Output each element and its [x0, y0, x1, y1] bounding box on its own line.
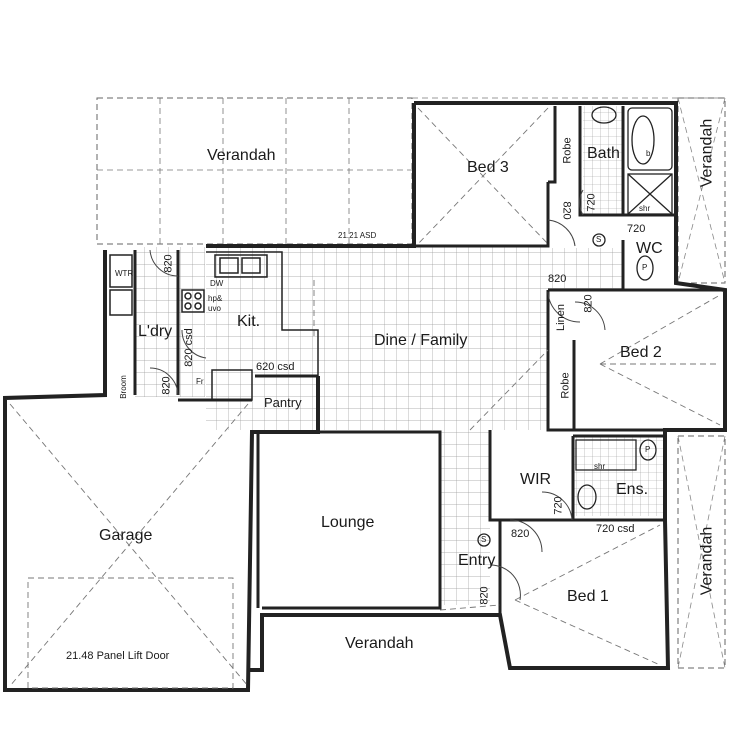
room-label-garage: Garage [99, 527, 153, 544]
room-label-dine-family: Dine / Family [374, 332, 468, 349]
room-label-robe-bed3: Robe [561, 137, 574, 164]
note-csd-ens: 720 csd [596, 523, 635, 535]
door-size-wir: 820 [511, 528, 530, 540]
room-label-pantry: Pantry [264, 395, 302, 410]
room-label-bath: Bath [587, 145, 620, 162]
room-label-verandah-right-bottom: Verandah [698, 526, 716, 596]
door-size-entry: 820 [478, 586, 491, 605]
room-label-entry: Entry [458, 552, 496, 569]
note-p2: P [645, 445, 651, 454]
note-fr: Fr [196, 377, 204, 386]
room-label-wc: WC [636, 240, 663, 257]
note-hp: hp& [208, 294, 223, 303]
kitchen-bench [109, 251, 319, 401]
room-label-bed1: Bed 1 [567, 588, 609, 605]
door-size-bed2: 820 [582, 294, 595, 313]
note-csd-kitchen: 620 csd [256, 361, 295, 373]
room-label-bed2: Bed 2 [620, 344, 662, 361]
note-asd: 21.21 ASD [338, 231, 377, 240]
room-label-verandah-bottom: Verandah [345, 635, 414, 652]
door-size-bath: 720 [585, 193, 598, 212]
door-size-ldry-top: 820 [162, 254, 175, 273]
room-label-ens: Ens. [616, 481, 649, 498]
note-s2: S [481, 535, 487, 544]
note-shr-bath: shr [639, 204, 651, 213]
room-label-verandah-right-top: Verandah [698, 118, 716, 188]
note-wtr: WTR [115, 269, 134, 278]
fixtures [477, 106, 673, 547]
note-shr-ens: shr [594, 462, 606, 471]
note-s1: S [596, 235, 602, 244]
note-panel-lift-door: 21.48 Panel Lift Door [66, 650, 170, 662]
room-label-lounge: Lounge [321, 514, 375, 531]
note-b: b [646, 149, 651, 158]
door-swings [149, 189, 606, 601]
room-label-verandah-top: Verandah [207, 147, 276, 164]
room-label-kit: Kit. [237, 313, 261, 330]
room-label-wir: WIR [520, 471, 552, 488]
room-label-bed3: Bed 3 [467, 159, 509, 176]
note-broom: Broom [118, 375, 128, 399]
tiled-floors [135, 106, 665, 605]
room-label-linen: Linen [554, 304, 567, 331]
room-dashed-guides [9, 107, 721, 689]
door-size-bed3: 820 [560, 201, 573, 220]
door-size-hall: 820 [548, 273, 567, 285]
door-size-ldry-bottom: 820 [160, 376, 173, 395]
door-size-wc: 720 [627, 223, 646, 235]
note-csd-ldry: 820 csd [182, 328, 195, 367]
room-label-ldry: L'dry [138, 323, 173, 340]
door-size-ens: 720 [552, 496, 565, 515]
note-dw: DW [210, 279, 224, 288]
room-label-robe-bed2: Robe [559, 372, 572, 399]
note-uvo: uvo [208, 304, 221, 313]
note-p1: P [642, 263, 648, 272]
verandah-top-area [96, 97, 725, 245]
